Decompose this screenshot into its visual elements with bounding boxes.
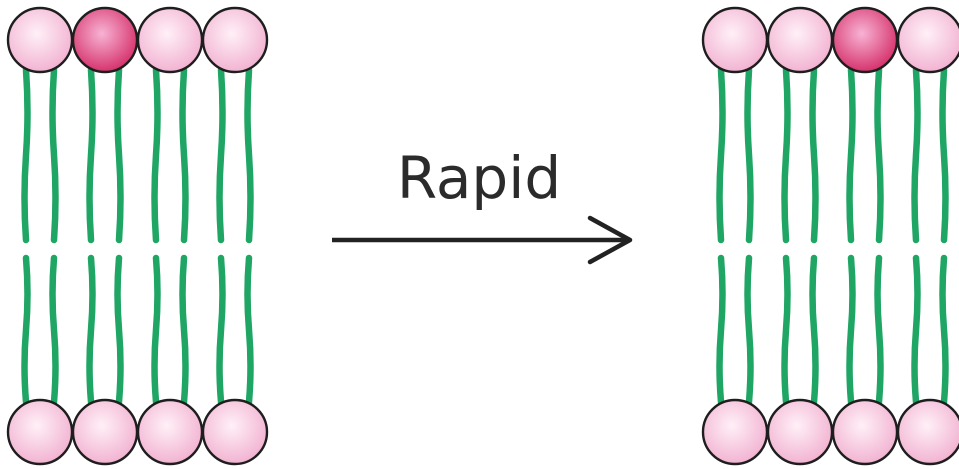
lipid-head (71, 398, 139, 466)
rapid-arrow: Rapid (332, 144, 633, 265)
lipid-head (766, 398, 834, 466)
lipid-tail (846, 66, 856, 244)
lipid-tail (716, 254, 726, 406)
lipid-head (896, 398, 959, 466)
arrow-head (587, 215, 633, 265)
lipid-tail (21, 66, 31, 244)
lipid-tail (911, 254, 921, 406)
lipid-tail (874, 66, 884, 244)
lipid-head-highlighted (71, 6, 139, 74)
lipid-tail (911, 66, 921, 244)
lipid-tail (151, 66, 161, 244)
lipid-head (831, 398, 899, 466)
lipid-tail (114, 254, 124, 406)
lipid-tail (151, 254, 161, 406)
membrane-after (701, 6, 959, 466)
lipid-head (766, 6, 834, 74)
membrane-before (6, 6, 269, 466)
lipid-head (136, 6, 204, 74)
lipid-tail (179, 66, 189, 244)
lipid-tail (939, 254, 949, 406)
lipid-tail (216, 66, 226, 244)
lipid-tail (781, 254, 791, 406)
lipid-tail (114, 66, 124, 244)
lipid-tail (179, 254, 189, 406)
lipid-tail (716, 66, 726, 244)
lipid-head (701, 398, 769, 466)
lipid-tail (781, 66, 791, 244)
lipid-head-highlighted (831, 6, 899, 74)
lipid-tail (86, 66, 96, 244)
lipid-head (6, 6, 74, 74)
lipid-tail (809, 66, 819, 244)
lipid-tail (49, 66, 59, 244)
lipid-tail (21, 254, 31, 406)
lipid-tail (809, 254, 819, 406)
arrow-label: Rapid (397, 144, 561, 212)
lipid-head (6, 398, 74, 466)
lipid-tail (216, 254, 226, 406)
lipid-tail (86, 254, 96, 406)
lipid-tail (744, 254, 754, 406)
lipid-head (136, 398, 204, 466)
lipid-tail (244, 66, 254, 244)
lipid-tail (874, 254, 884, 406)
lipid-head (701, 6, 769, 74)
lipid-tail (846, 254, 856, 406)
lipid-tail (744, 66, 754, 244)
lipid-tail (49, 254, 59, 406)
lipid-head (896, 6, 959, 74)
lipid-head (201, 398, 269, 466)
lipid-tail (244, 254, 254, 406)
lipid-head (201, 6, 269, 74)
lipid-tail (939, 66, 949, 244)
